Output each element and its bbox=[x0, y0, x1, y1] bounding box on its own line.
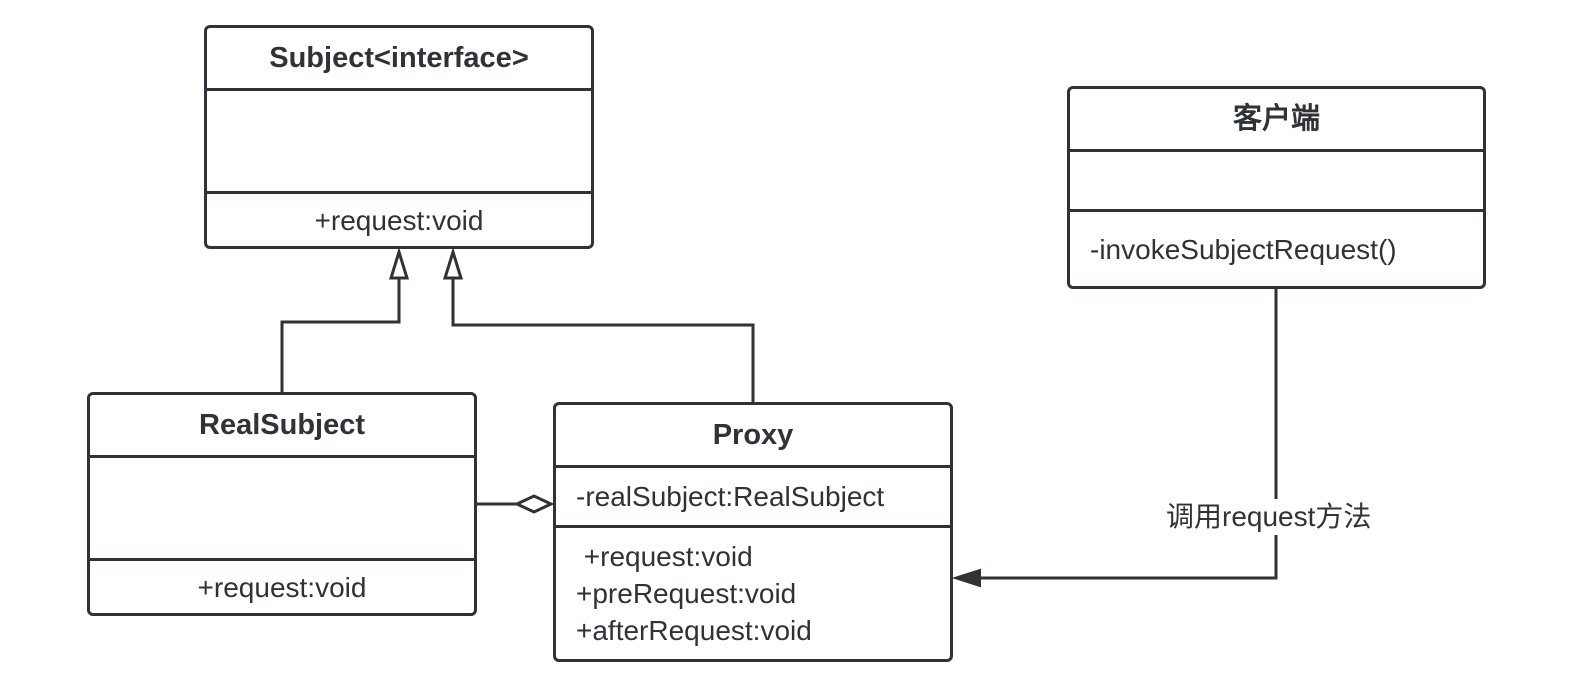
class-realsubject-header: RealSubject bbox=[90, 395, 474, 455]
class-subject-attributes bbox=[207, 88, 591, 191]
class-proxy-header: Proxy bbox=[556, 405, 950, 465]
class-subject-methods: +request:void bbox=[207, 191, 591, 246]
class-client-attributes bbox=[1070, 149, 1483, 209]
class-client-method: -invokeSubjectRequest() bbox=[1090, 233, 1397, 265]
class-proxy-method-afterrequest: +afterRequest:void bbox=[576, 615, 812, 646]
class-proxy-method-request: +request:void bbox=[576, 541, 753, 572]
class-subject-name: Subject<interface> bbox=[269, 41, 529, 74]
client-association-line bbox=[978, 288, 1278, 580]
class-proxy-method-prerequest: +preRequest:void bbox=[576, 578, 797, 609]
class-client-methods: -invokeSubjectRequest() bbox=[1070, 209, 1483, 286]
class-realsubject-methods: +request:void bbox=[90, 558, 474, 613]
class-proxy: Proxy -realSubject:RealSubject +request:… bbox=[553, 402, 953, 662]
class-subject: Subject<interface> +request:void bbox=[204, 25, 594, 249]
realsubject-hollow-arrowhead bbox=[388, 246, 410, 280]
class-realsubject-name: RealSubject bbox=[199, 408, 365, 441]
class-realsubject-attributes bbox=[90, 455, 474, 558]
proxy-realization-line bbox=[451, 278, 755, 403]
realsubject-realization-line bbox=[280, 278, 401, 393]
proxy-hollow-arrowhead bbox=[442, 246, 464, 280]
class-subject-header: Subject<interface> bbox=[207, 28, 591, 88]
class-realsubject: RealSubject +request:void bbox=[87, 392, 477, 616]
class-proxy-attributes: -realSubject:RealSubject bbox=[556, 465, 950, 525]
aggregation-diamond bbox=[513, 494, 555, 514]
class-proxy-attribute: -realSubject:RealSubject bbox=[576, 481, 885, 512]
class-proxy-methods: +request:void +preRequest:void +afterReq… bbox=[556, 525, 950, 659]
association-label: 调用request方法 bbox=[1164, 499, 1374, 535]
association-filled-arrowhead bbox=[951, 568, 981, 588]
class-client-name: 客户端 bbox=[1232, 102, 1320, 135]
class-client: 客户端 -invokeSubjectRequest() bbox=[1067, 86, 1486, 289]
class-realsubject-method: +request:void bbox=[197, 571, 367, 603]
class-proxy-name: Proxy bbox=[712, 418, 794, 451]
class-subject-method: +request:void bbox=[314, 204, 484, 236]
class-client-header: 客户端 bbox=[1070, 89, 1483, 149]
